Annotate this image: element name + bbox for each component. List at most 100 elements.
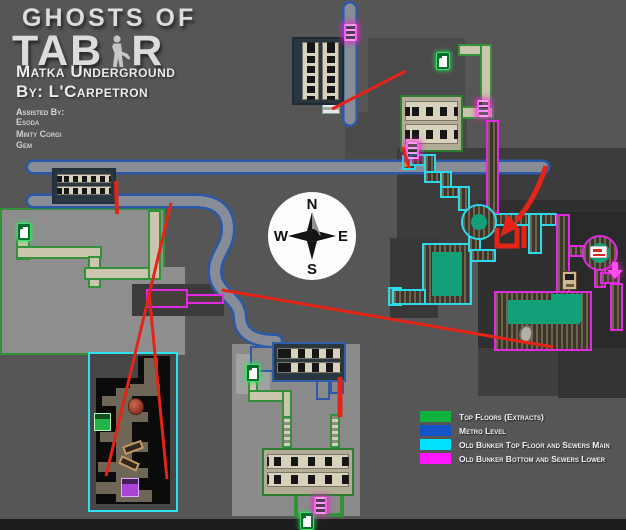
ladder-icon	[406, 142, 419, 159]
map-name: Matka Underground	[16, 62, 176, 81]
ladder-icon	[344, 24, 357, 41]
ladder-icon	[477, 100, 490, 117]
surface-stairs	[330, 414, 340, 448]
building-rooms-row	[267, 472, 349, 487]
compass-rose: N E S W	[268, 192, 356, 280]
compass-e: E	[338, 228, 348, 245]
sewer-corridor-lower	[486, 120, 499, 214]
extract-zone-outline	[294, 492, 344, 517]
legend-swatch-green	[420, 411, 451, 422]
crate-green-icon	[94, 413, 111, 431]
surface-path	[282, 390, 292, 418]
building-rooms-row	[405, 124, 458, 144]
sewer-corridor-main	[470, 249, 496, 262]
assisted-by-label: Assisted By:	[16, 107, 65, 118]
map-author: By: L'Carpetron	[16, 82, 149, 102]
building-rooms-row	[57, 174, 111, 183]
assistant-name: Minty Corgi	[16, 128, 62, 139]
extract-icon-part	[439, 58, 443, 67]
sign-icon-part	[593, 254, 605, 256]
legend-swatch-cyan	[420, 439, 451, 450]
logo-r: R	[131, 26, 165, 75]
extract-icon-part	[306, 516, 311, 527]
metro-room	[316, 380, 330, 400]
building-rooms-row	[277, 348, 341, 359]
roundabout-room	[471, 214, 487, 230]
bunker-corridor	[96, 482, 120, 494]
building-rooms-row	[267, 454, 349, 469]
legend-row: Top Floors (Extracts)	[420, 411, 610, 422]
building-rooms-row	[277, 362, 341, 373]
building	[272, 342, 346, 382]
legend-row: Metro Level	[420, 425, 610, 436]
extract-icon	[17, 223, 31, 241]
extract-icon	[300, 512, 314, 530]
extract-icon-part	[252, 368, 257, 379]
extract-icon	[436, 52, 450, 70]
surface-path	[16, 246, 102, 259]
teal-room	[552, 294, 582, 322]
compass-n: N	[307, 196, 318, 213]
assistant-name: Esoda	[16, 117, 40, 128]
logo-line-2: TAB R	[12, 26, 196, 75]
building-rooms-column	[302, 42, 319, 100]
ladder-down-icon-part	[607, 270, 623, 279]
ladder-down-icon-part	[612, 262, 618, 270]
building-rooms-row	[405, 101, 458, 121]
extract-icon-part	[23, 227, 28, 238]
crate-purple-icon-part	[122, 479, 138, 484]
assistant-name: Gem	[16, 140, 33, 151]
sign-icon-part	[593, 249, 602, 252]
compass-s: S	[307, 261, 317, 278]
sign-icon	[590, 246, 607, 258]
soldier-silhouette-icon	[112, 35, 131, 67]
legend: Top Floors (Extracts) Metro Level Old Bu…	[420, 411, 610, 467]
legend-row: Old Bunker Bottom and Sewers Lower	[420, 453, 610, 464]
building	[52, 168, 116, 204]
legend-label: Top Floors (Extracts)	[459, 411, 544, 422]
vending-icon-part	[566, 284, 574, 287]
surface-path	[148, 210, 161, 280]
sewer-corridor-lower	[610, 283, 623, 331]
zone-below-sewers	[478, 348, 562, 396]
vending-icon-part	[565, 274, 574, 280]
ladder-icon	[314, 497, 327, 514]
bunker-link-corridor	[186, 294, 224, 304]
teal-room	[432, 252, 462, 296]
extract-icon-part	[303, 518, 307, 527]
building-rooms-column	[322, 42, 339, 100]
bunker-link-corridor	[146, 289, 188, 308]
map-title-block: Matka Underground By: L'Carpetron Assist…	[16, 62, 175, 152]
crate-green-icon-part	[95, 414, 110, 419]
building	[262, 448, 354, 496]
legend-swatch-magenta	[420, 453, 451, 464]
game-logo: GHOSTS OF TAB R	[12, 4, 197, 75]
building-vertical	[292, 37, 344, 105]
surface-path	[84, 267, 158, 280]
extract-icon-part	[20, 229, 24, 238]
logo-line-1: GHOSTS OF	[22, 4, 197, 32]
ladder-down-icon	[607, 262, 623, 280]
compass-w: W	[274, 228, 289, 245]
legend-swatch-blue	[420, 425, 451, 436]
sewer-corridor-main	[392, 289, 426, 305]
sewer-roundabout	[461, 204, 497, 240]
legend-label: Old Bunker Top Floor and Sewers Main	[459, 439, 610, 450]
crate-purple-icon	[121, 478, 139, 497]
extract-icon-part	[249, 370, 253, 379]
building-rooms-row	[57, 186, 111, 195]
meat-icon	[128, 398, 144, 415]
sewer-corridor-main	[528, 213, 542, 254]
extract-icon	[246, 364, 260, 382]
legend-row: Old Bunker Top Floor and Sewers Main	[420, 439, 610, 450]
extract-icon-part	[442, 56, 447, 67]
legend-label: Old Bunker Bottom and Sewers Lower	[459, 453, 606, 464]
vending-icon	[562, 271, 577, 290]
surface-stairs	[282, 416, 292, 448]
compass-hub	[305, 229, 319, 243]
logo-tab: TAB	[12, 26, 104, 75]
sewer-corridor-main	[493, 213, 557, 226]
zone-bottom-right	[558, 348, 626, 398]
legend-label: Metro Level	[459, 425, 506, 436]
